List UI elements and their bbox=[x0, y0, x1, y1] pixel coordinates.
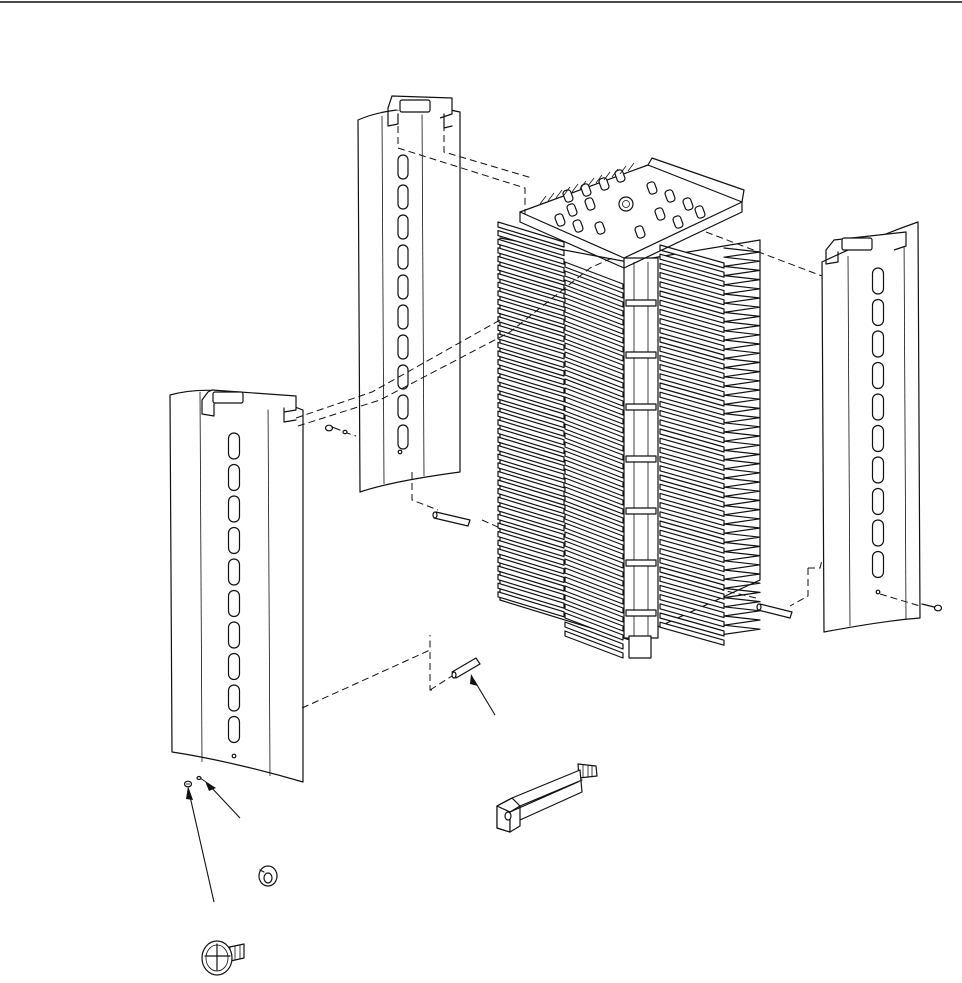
cover-slot bbox=[873, 457, 884, 483]
right-cover-panel bbox=[822, 222, 920, 632]
cover-slot bbox=[873, 331, 884, 357]
left-front-cover-panel bbox=[170, 390, 303, 782]
rail-clip bbox=[626, 508, 656, 514]
rear-cover-screw bbox=[326, 425, 348, 433]
cover-slot bbox=[229, 591, 240, 617]
rail-clip bbox=[626, 560, 656, 566]
cover-slot bbox=[398, 275, 408, 299]
cover-slot bbox=[398, 425, 408, 449]
standoff-detail bbox=[497, 764, 597, 832]
cover-slot bbox=[873, 363, 884, 389]
right-cover-screw bbox=[922, 604, 942, 611]
cover-slot bbox=[398, 215, 408, 239]
plate-fin bbox=[628, 163, 634, 171]
cover-slot bbox=[873, 300, 884, 326]
screw-detail bbox=[202, 941, 244, 975]
rear-cover-panel bbox=[358, 96, 460, 492]
cover-slot bbox=[873, 520, 884, 546]
rail-clip bbox=[626, 610, 656, 616]
cover-slot bbox=[229, 496, 240, 522]
cover-slot bbox=[229, 465, 240, 491]
cover-slot bbox=[229, 559, 240, 585]
rail-clip bbox=[626, 456, 656, 462]
cover-slot bbox=[229, 622, 240, 648]
cover-slot bbox=[229, 654, 240, 680]
lock-washer-detail bbox=[259, 866, 277, 886]
rail-clip bbox=[626, 300, 656, 306]
cover-slot bbox=[229, 717, 240, 743]
cover-slot bbox=[398, 335, 408, 359]
cover-slot bbox=[229, 433, 240, 459]
cover-slot bbox=[873, 268, 884, 294]
cover-slot bbox=[229, 528, 240, 554]
rail-clip bbox=[626, 352, 656, 358]
cover-slot bbox=[873, 489, 884, 515]
cover-slot bbox=[873, 394, 884, 420]
cover-slot bbox=[398, 245, 408, 269]
cover-slot bbox=[398, 155, 408, 179]
cover-slot bbox=[398, 395, 408, 419]
fin-block-assembly bbox=[498, 158, 760, 658]
cover-slot bbox=[398, 305, 408, 329]
left-cover-screw bbox=[185, 777, 202, 787]
cover-slot bbox=[398, 185, 408, 209]
cover-slot bbox=[873, 426, 884, 452]
rail-clip bbox=[626, 404, 656, 410]
standoff-rear bbox=[433, 512, 470, 526]
cover-slot bbox=[229, 685, 240, 711]
cover-slot bbox=[873, 552, 884, 578]
standoff-front bbox=[452, 658, 480, 678]
standoff-right bbox=[757, 604, 792, 618]
